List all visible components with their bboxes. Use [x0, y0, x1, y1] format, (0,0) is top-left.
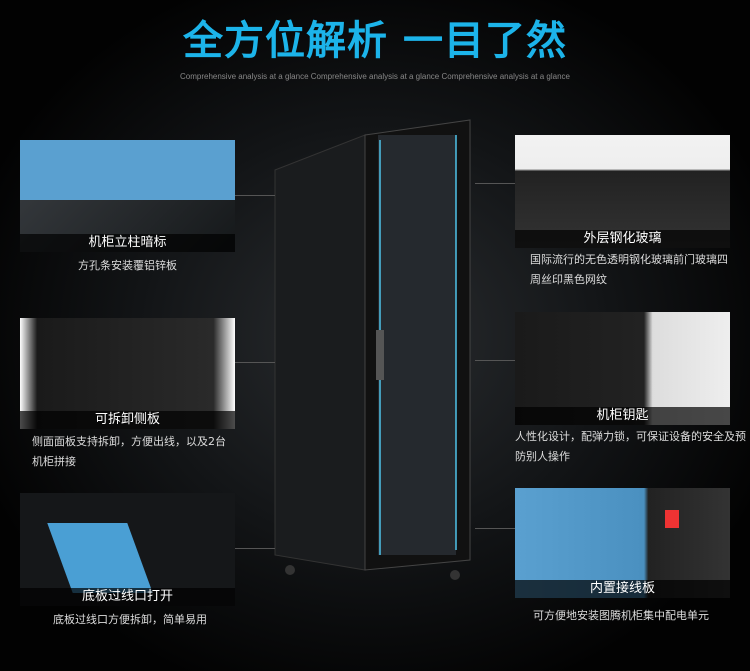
- connector-line: [235, 195, 275, 196]
- feature-panel-bottom-plate: 底板过线口打开: [20, 493, 235, 606]
- feature-desc: 国际流行的无色透明钢化玻璃前门玻璃四周丝印黑色网纹: [530, 253, 728, 286]
- connector-line: [235, 548, 275, 549]
- connector-line: [475, 360, 515, 361]
- server-cabinet-image: [274, 119, 471, 580]
- feature-panel-side-panel: 可拆卸侧板: [20, 318, 235, 429]
- feature-desc: 侧面面板支持拆卸，方便出线，以及2台机柜拼接: [32, 435, 226, 468]
- feature-caption: 机柜立柱暗标: [20, 234, 235, 252]
- feature-desc: 底板过线口方便拆卸，简单易用: [53, 613, 207, 626]
- page-title: 全方位解析 一目了然: [183, 18, 567, 64]
- page-subtitle: Comprehensive analysis at a glance Compr…: [180, 72, 570, 81]
- feature-desc: 可方便地安装图腾机柜集中配电单元: [533, 609, 709, 622]
- feature-caption: 机柜钥匙: [515, 407, 730, 425]
- feature-desc: 方孔条安装覆铝锌板: [78, 259, 177, 272]
- feature-caption: 可拆卸侧板: [20, 411, 235, 429]
- connector-line: [235, 362, 275, 363]
- feature-panel-tempered-glass: 外层钢化玻璃: [515, 135, 730, 248]
- connector-line: [475, 183, 515, 184]
- feature-caption: 外层钢化玻璃: [515, 230, 730, 248]
- feature-panel-cabinet-key: 机柜钥匙: [515, 312, 730, 425]
- feature-caption: 内置接线板: [515, 580, 730, 598]
- feature-panel-terminal-board: 内置接线板: [515, 488, 730, 598]
- feature-caption: 底板过线口打开: [20, 588, 235, 606]
- feature-desc: 人性化设计，配弹力锁，可保证设备的安全及预防别人操作: [515, 430, 746, 463]
- connector-line: [475, 528, 515, 529]
- feature-panel-rack-post: 机柜立柱暗标: [20, 140, 235, 252]
